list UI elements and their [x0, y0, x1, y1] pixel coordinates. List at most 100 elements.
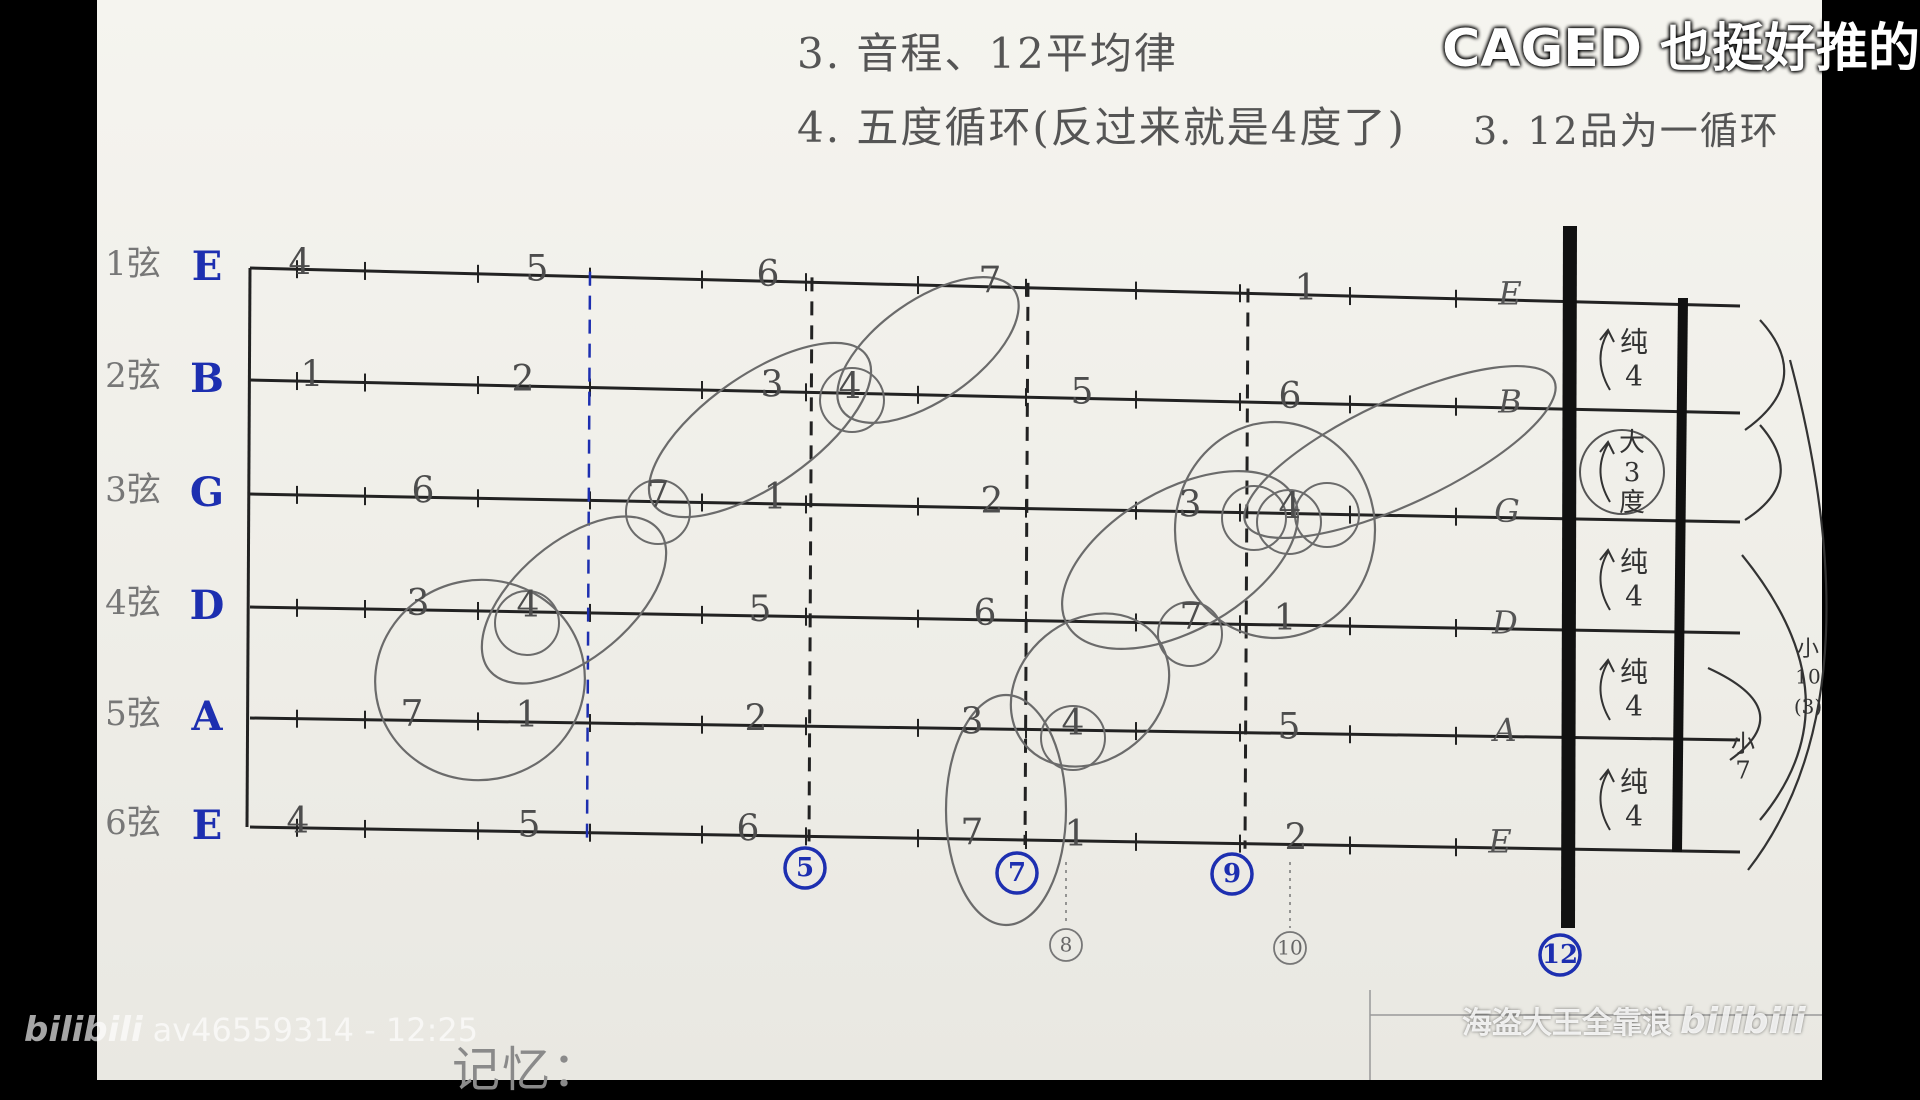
notebook-paper: 3. 音程、12平均律 4. 五度循环(反过来就是4度了) 3. 12品为一循环… [97, 0, 1822, 1098]
degree-label: G [1494, 492, 1520, 530]
octave-bar [1672, 297, 1688, 853]
shape-oval-6 [1061, 470, 1299, 650]
string-number-label: 5弦 [105, 694, 161, 734]
degree-label: 1 [1065, 814, 1088, 855]
interval-label-char: 4 [1625, 360, 1643, 393]
degree-label: 5 [1278, 706, 1301, 747]
interval-arrowhead [1599, 658, 1615, 673]
degree-label: 3 [407, 583, 430, 624]
shape-oval-8 [1243, 364, 1557, 540]
degree-label: 6 [757, 254, 780, 295]
interval-arrow [1599, 443, 1611, 503]
span-label-minor10: 小 [1797, 637, 1819, 662]
interval-label-char: 4 [1625, 580, 1643, 613]
degree-label: 7 [647, 475, 670, 516]
degree-label: B [1497, 382, 1522, 420]
degree-label: 2 [981, 481, 1004, 522]
bilibili-logo-icon: bilibili [24, 1010, 143, 1050]
video-subtitle: CAGED 也挺好推的 [1442, 19, 1920, 79]
degree-label: 6 [737, 808, 760, 849]
fret-marker-circle [1210, 852, 1254, 896]
span-label-minor10: (3) [1794, 695, 1822, 719]
degree-label: 1 [764, 477, 787, 518]
degree-label: 2 [745, 698, 768, 739]
aux-marker-label: 10 [1277, 936, 1302, 960]
string-number-label: 4弦 [105, 583, 161, 623]
degree-label: 6 [412, 470, 435, 511]
interval-label-char: 度 [1619, 488, 1645, 518]
degree-label: 4 [289, 242, 312, 283]
degree-label: 2 [512, 359, 535, 400]
interval-arrow [1599, 551, 1611, 611]
string-note-label: E [192, 802, 223, 849]
shape-oval-1 [374, 578, 586, 782]
degree-label: E [1487, 822, 1511, 860]
note-twelve-fret-cycle: 3. 12品为一循环 [1473, 109, 1780, 153]
span-label-minor7: 小 [1731, 730, 1755, 758]
note-interval-tuning: 3. 音程、12平均律 [797, 29, 1178, 78]
span-arc [1741, 554, 1807, 821]
fret-line-3-blue [585, 271, 592, 838]
string-note-label: A [190, 693, 223, 740]
string-number-label: 6弦 [105, 803, 161, 843]
fret-marker-label: 7 [1008, 858, 1026, 888]
string-number-label: 1弦 [105, 244, 161, 284]
interval-arrowhead [1599, 548, 1615, 563]
string-line [249, 825, 1741, 854]
interval-label-char: 纯 [1620, 546, 1648, 579]
degree-label: 7 [1180, 596, 1203, 637]
interval-arrowhead [1599, 440, 1615, 455]
string-number-label: 3弦 [105, 470, 161, 510]
uploader-name: 海盗大王全靠浪 [1462, 1006, 1672, 1041]
degree-label: E [1497, 275, 1521, 313]
string-note-label: B [190, 355, 224, 402]
degree-label: A [1490, 711, 1516, 749]
fret-12-bar [1561, 225, 1577, 929]
degree-label: 5 [1071, 371, 1094, 412]
video-id-timestamp: av46559314 - 12:25 [152, 1011, 479, 1049]
interval-arrowhead [1599, 768, 1615, 783]
aux-marker-circle [1273, 931, 1307, 965]
degree-label: 3 [1179, 485, 1202, 526]
degree-label: 3 [961, 702, 984, 743]
nut-line [245, 267, 252, 828]
note-circle [1294, 482, 1360, 548]
major-third-circle [1579, 429, 1665, 515]
fret-line-5 [807, 277, 814, 842]
span-arc [1747, 359, 1828, 871]
note-circle [494, 590, 560, 656]
string-note-label: E [192, 243, 223, 290]
degree-label: 7 [979, 260, 1002, 301]
degree-label: 4 [839, 366, 862, 407]
string-line [249, 266, 1741, 308]
span-label-minor10: 10 [1795, 665, 1820, 689]
degree-label: 4 [1279, 487, 1302, 528]
degree-label: 2 [1285, 818, 1308, 859]
string-line [249, 716, 1741, 742]
shape-oval-9 [944, 693, 1068, 927]
span-arc [1707, 666, 1762, 761]
shape-oval-4 [836, 276, 1020, 424]
degree-label: 1 [1295, 268, 1318, 309]
interval-label-char: 3 [1624, 458, 1641, 488]
interval-label-char: 4 [1625, 690, 1643, 723]
degree-label: 1 [516, 695, 539, 736]
fret-marker-label: 9 [1223, 859, 1241, 889]
interval-label-char: 纯 [1620, 656, 1648, 689]
string-number-label: 2弦 [105, 356, 161, 396]
degree-label: 5 [526, 248, 549, 289]
note-circle [1221, 485, 1287, 551]
fret-marker-circle [783, 846, 827, 890]
shape-oval-3 [647, 341, 873, 519]
interval-label-char: 纯 [1620, 326, 1648, 359]
degree-label: 3 [761, 365, 784, 406]
fret-marker-circle [995, 851, 1039, 895]
span-label-minor7: 7 [1735, 757, 1750, 785]
note-circle [1256, 489, 1322, 555]
degree-label: 6 [1279, 376, 1302, 417]
interval-arrow [1599, 331, 1611, 391]
degree-label: 4 [287, 801, 310, 842]
interval-label-char: 纯 [1620, 766, 1648, 799]
degree-label: 7 [961, 812, 984, 853]
